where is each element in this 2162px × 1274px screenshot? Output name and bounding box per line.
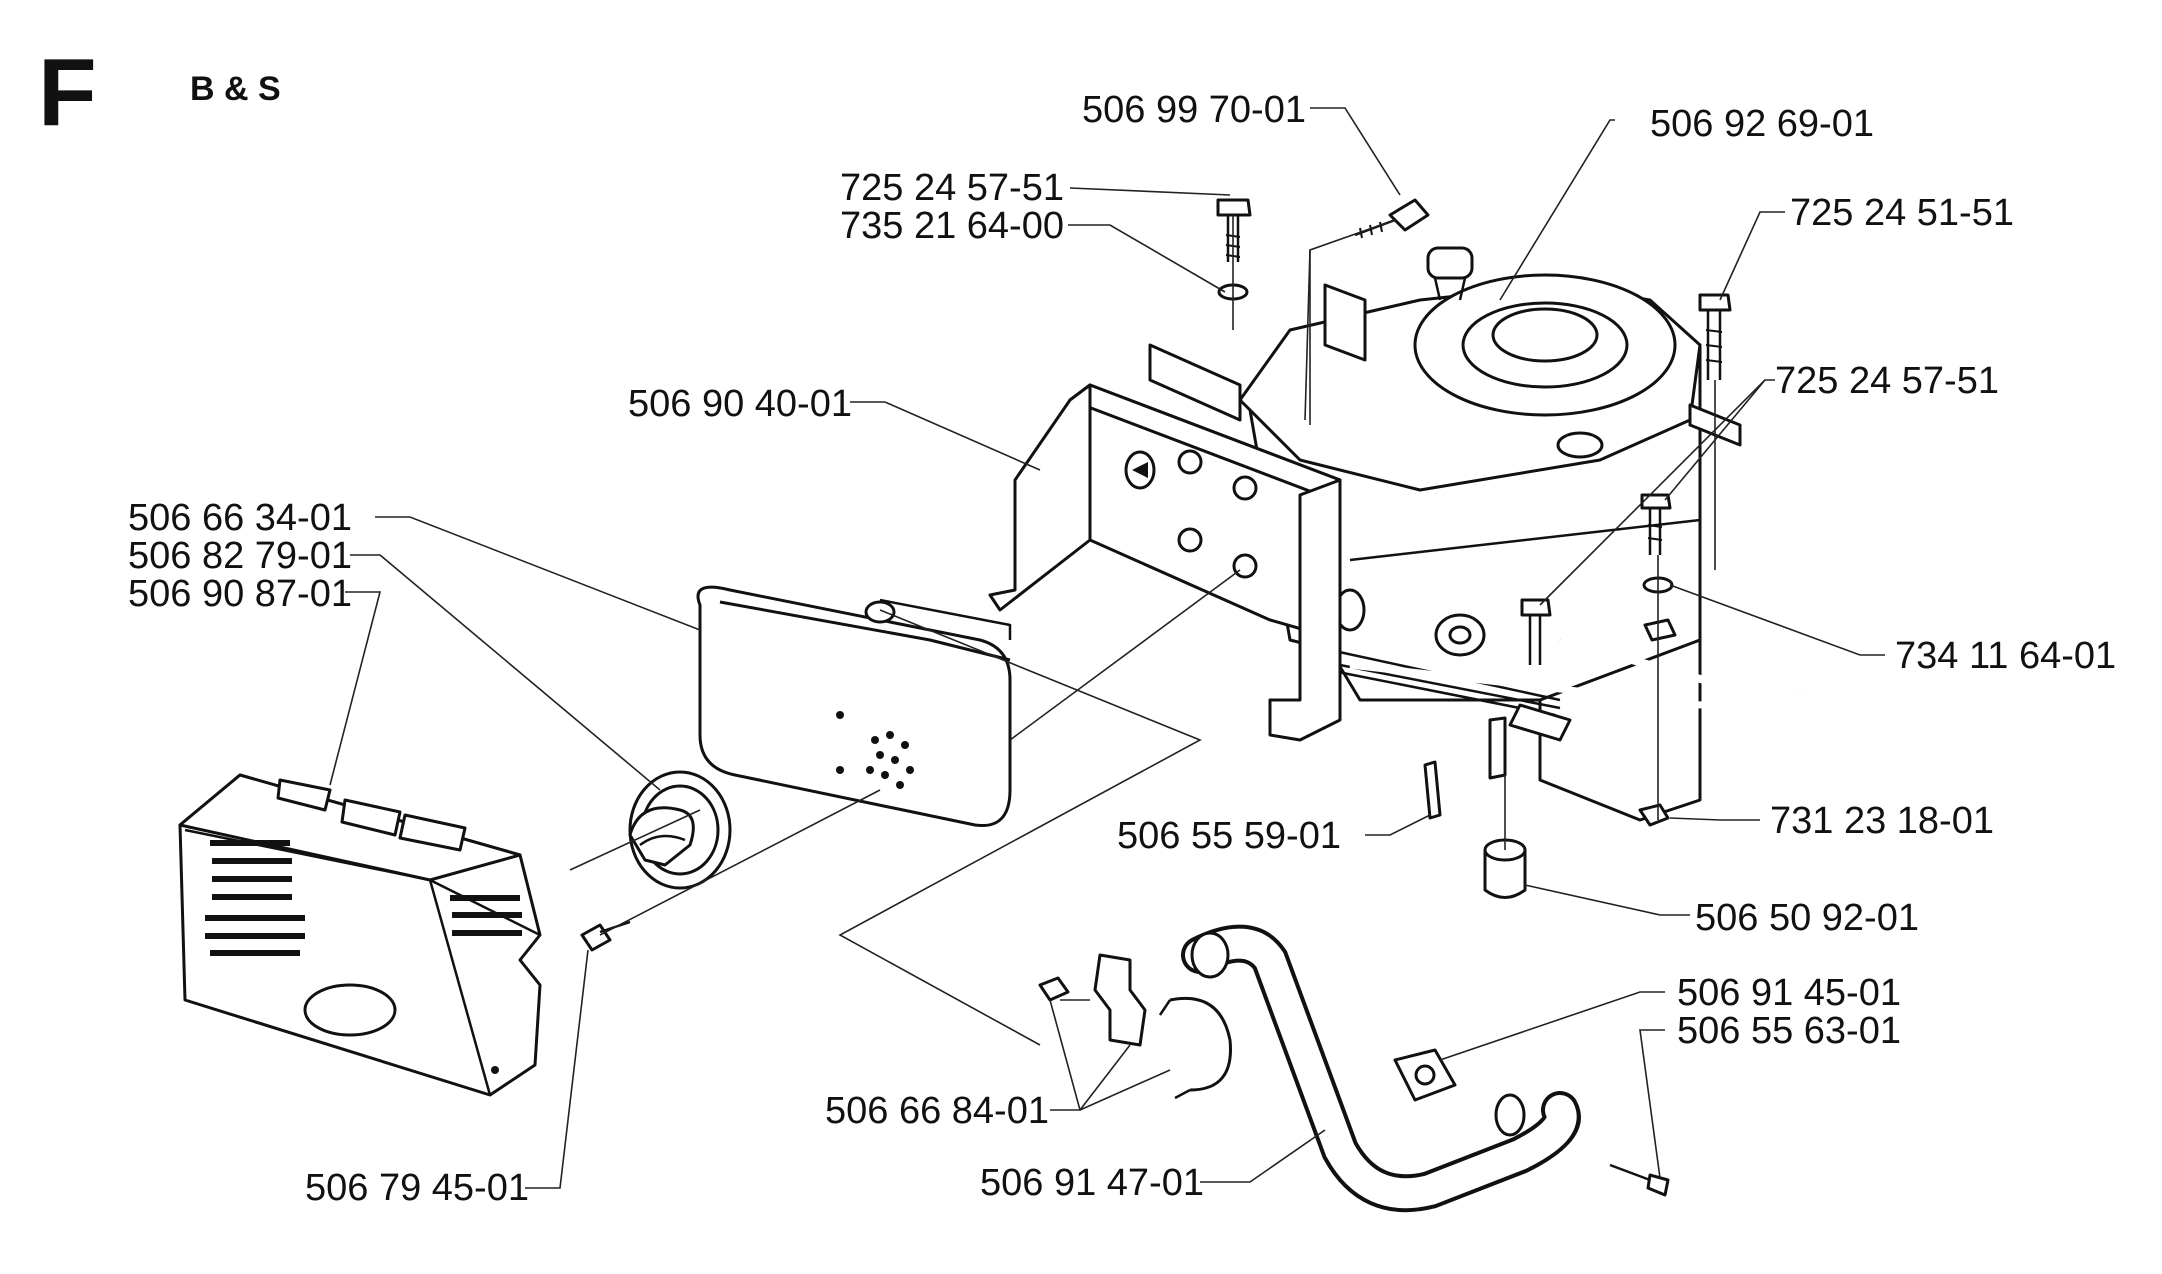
label-506926901: 506 92 69-01 — [1650, 103, 1874, 145]
label-734116401: 734 11 64-01 — [1895, 635, 2116, 677]
label-506509201: 506 50 92-01 — [1695, 897, 1919, 939]
label-731231801: 731 23 18-01 — [1770, 800, 1994, 842]
label-725245751-right: 725 24 57-51 — [1775, 360, 1999, 402]
guard-screw — [580, 920, 631, 952]
label-506663401: 506 66 34-01 — [128, 497, 352, 539]
label-506556301: 506 55 63-01 — [1677, 1010, 1901, 1052]
label-735216400: 735 21 64-00 — [840, 205, 1064, 247]
engine-brand-subtitle: B & S — [190, 70, 281, 108]
key-lower — [1488, 716, 1507, 780]
label-725245751-top: 725 24 57-51 — [840, 167, 1064, 209]
bolt-506997001 — [1354, 198, 1430, 239]
nut-upper — [1643, 618, 1677, 642]
mounting-plate — [988, 343, 1342, 742]
label-506668401: 506 66 84-01 — [825, 1090, 1049, 1132]
section-letter: F — [38, 39, 97, 146]
label-506914701: 506 91 47-01 — [980, 1162, 1204, 1204]
bolt-725245151 — [1698, 293, 1732, 380]
label-506555901: 506 55 59-01 — [1117, 815, 1341, 857]
exhaust-pipe — [1038, 924, 1670, 1213]
label-506904001: 506 90 40-01 — [628, 383, 852, 425]
leader-lines — [329, 107, 1885, 1189]
pin-506555901 — [1423, 760, 1442, 820]
exhaust-diffuser — [628, 770, 732, 890]
label-725245151: 725 24 51-51 — [1790, 192, 2014, 234]
muffler — [696, 585, 1012, 828]
label-506997001: 506 99 70-01 — [1082, 89, 1306, 131]
muffler-guard — [178, 773, 542, 1097]
assembly-lines — [569, 215, 1716, 1046]
engine — [1238, 246, 1702, 822]
bolt-lower — [1520, 598, 1552, 665]
label-506914501: 506 91 45-01 — [1677, 972, 1901, 1014]
nut-731231801 — [1638, 803, 1670, 827]
bolt-725245751-top — [1216, 198, 1252, 262]
label-506827901: 506 82 79-01 — [128, 535, 352, 577]
label-506908701: 506 90 87-01 — [128, 573, 352, 615]
part-labels: 506 99 70-01 506 92 69-01 725 24 57-51 7… — [128, 89, 2116, 1209]
label-506794501: 506 79 45-01 — [305, 1167, 529, 1209]
